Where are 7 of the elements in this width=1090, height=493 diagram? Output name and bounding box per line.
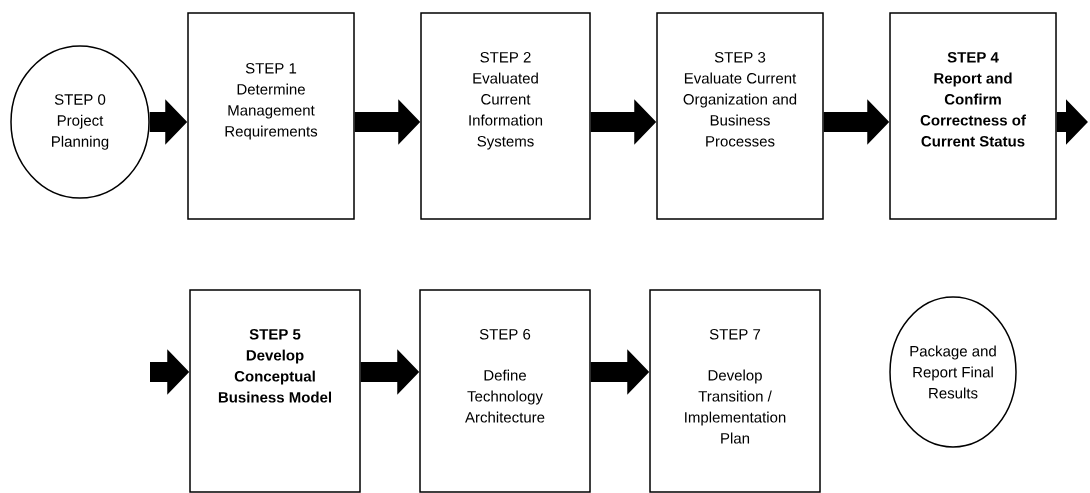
step-box: STEP 1 Determine Management Requirements	[187, 12, 355, 220]
step-box: STEP 5 Develop Conceptual Business Model	[189, 289, 361, 493]
step-box: STEP 2 Evaluated Current Information Systems	[420, 12, 591, 220]
step-box: STEP 3 Evaluate Current Organization and Business Processes	[656, 12, 824, 220]
step-box: STEP 4 Report and Confirm Correctness of Current Status	[889, 12, 1057, 220]
step-box: STEP 7 Develop Transition / Implementation Plan	[649, 289, 821, 493]
step-box: STEP 6 Define Technology Architecture	[419, 289, 591, 493]
